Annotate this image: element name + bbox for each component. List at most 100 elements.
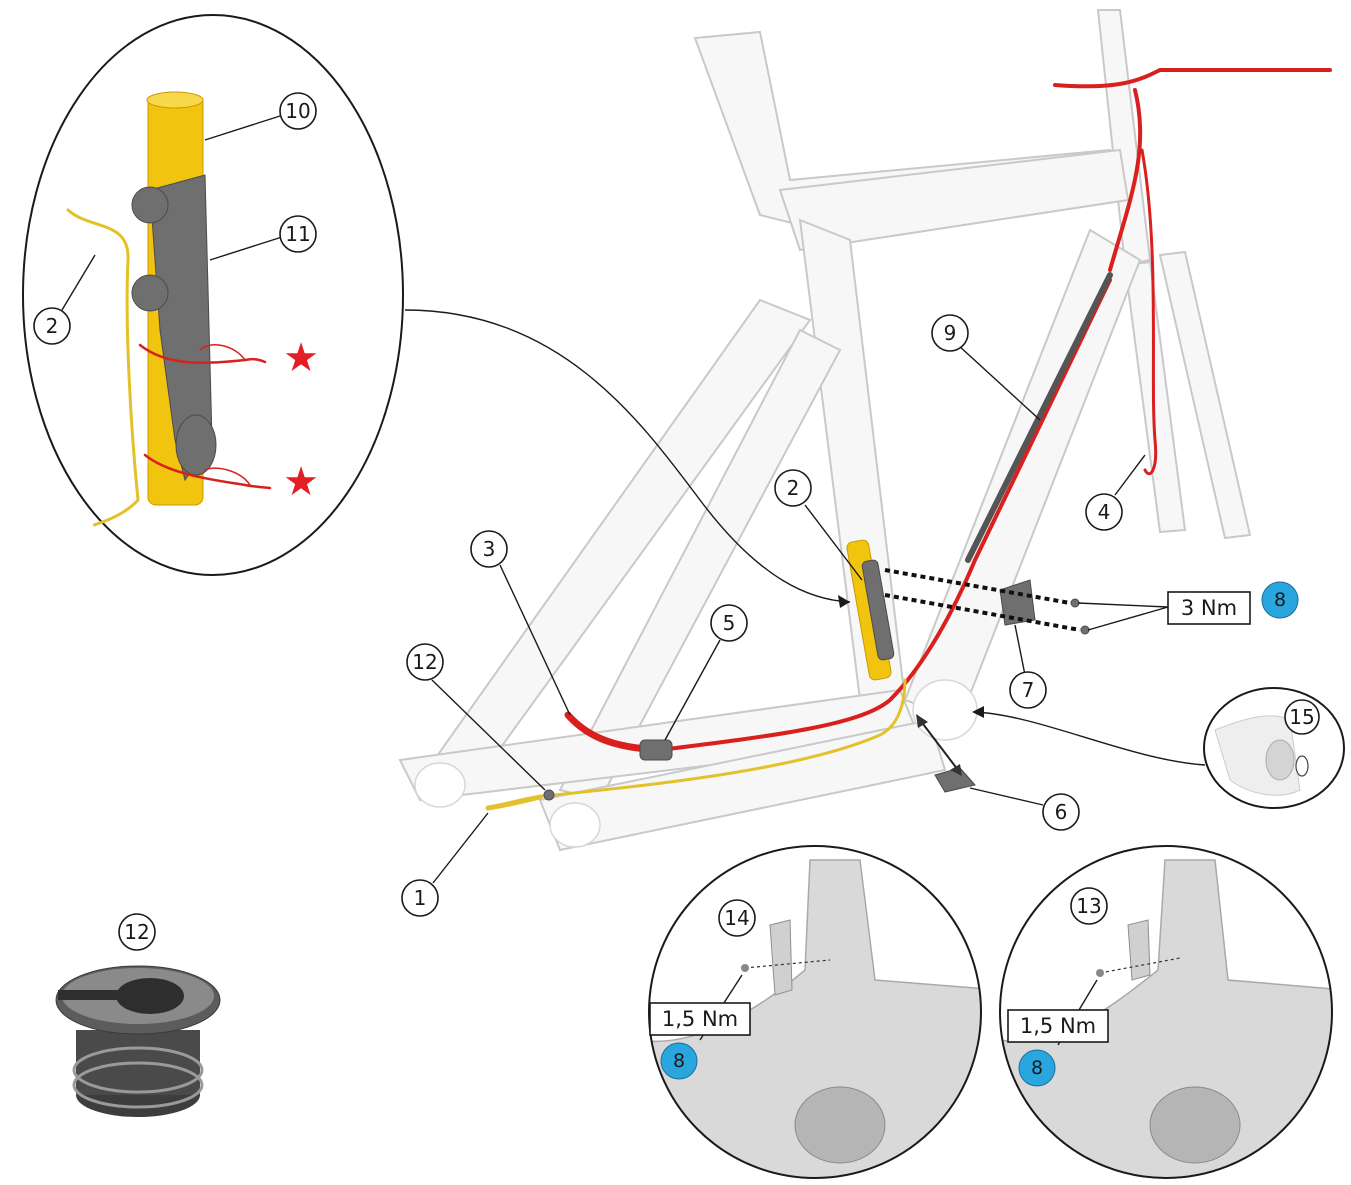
tool-badge-main: 8 [1261,581,1299,619]
detail-br-bolt [1096,969,1104,977]
star-icon-upper: ★ [283,335,319,381]
callout-4: 4 [1085,493,1123,531]
callout-13: 13 [1070,887,1108,925]
part-11-foot [175,414,217,476]
grommet-rib-1 [72,1046,204,1094]
detail-right: 15 [1203,687,1345,809]
leader-11 [209,236,283,261]
leader-6 [969,787,1044,806]
leader-10 [204,115,281,141]
callout-2: 2 [774,469,812,507]
svg-text:13: 13 [1076,894,1101,918]
leader-4 [1114,454,1146,496]
callout-11: 11 [279,215,317,253]
detail-br-bolt-path [1099,957,1181,974]
svg-text:15: 15 [1289,705,1314,729]
leader-torque-upper [1077,602,1169,608]
svg-text:10: 10 [285,99,310,123]
svg-text:3: 3 [483,537,496,561]
front-brake-hose [1140,148,1158,476]
svg-text:1,5 Nm: 1,5 Nm [662,1007,738,1031]
detail-bl-bolt-path [744,959,831,969]
shift-cable-end [485,794,543,811]
leader-torque-lower [1087,606,1169,631]
detail-right-port [1265,739,1295,781]
callout-5: 5 [710,604,748,642]
cable-routing [485,68,1332,811]
part-6-arrow-head-top [916,714,928,728]
part-12-small [543,789,555,801]
grommet-rib-2 [72,1061,204,1109]
cable-tie-lower [143,453,272,490]
part-11-bracket [149,174,213,482]
callout-3: 3 [470,530,508,568]
part-11-bolt-upper [131,186,169,224]
cable-guide-grey [861,559,895,661]
torque-main: 3 Nm [1167,591,1251,625]
cable-tie-upper-b [199,344,246,361]
leader-7 [1014,624,1026,676]
part-15-ring [1295,755,1309,777]
detail-bottom-right: 13 1,5 Nm 8 [999,845,1333,1179]
svg-text:1: 1 [414,886,427,910]
bolt-lower [1080,625,1090,635]
svg-text:1,5 Nm: 1,5 Nm [1020,1014,1096,1038]
brake-hose-head [1108,88,1143,272]
svg-text:4: 4 [1098,500,1111,524]
svg-text:3 Nm: 3 Nm [1181,596,1237,620]
callout-12: 12 [406,643,444,681]
detail-right-connector-arrow [972,706,984,718]
part-11-bolt-lower [131,274,169,312]
callout-9: 9 [931,314,969,352]
detail-left-connector [404,309,851,603]
grommet-slot [58,990,118,1000]
rear-brake-hose [1053,68,1332,89]
part-10-top [146,91,204,109]
leader-9 [957,344,1041,421]
rear-dropout-left [414,762,466,808]
star-icon-lower: ★ [283,459,319,505]
detail-left: ★ ★ 10 11 2 [22,14,404,576]
torque-bl: 1,5 Nm [649,1002,751,1036]
grommet-hole [116,978,184,1014]
detail-bottom-left: 14 1,5 Nm 8 [648,845,982,1179]
svg-text:2: 2 [46,314,59,338]
callout-2-detail: 2 [33,307,71,345]
cable-tie-upper [138,343,267,364]
svg-text:6: 6 [1055,800,1068,824]
detail-left-connector-arrow [838,595,850,608]
svg-text:5: 5 [723,611,736,635]
torque-br: 1,5 Nm [1007,1009,1109,1043]
callout-7: 7 [1009,671,1047,709]
part-14-plate [769,919,793,996]
bolt-upper [1070,598,1080,608]
bottom-bracket-shell [912,679,978,741]
callout-12-closeup: 12 [118,913,156,951]
tool-badge-bl: 8 [660,1042,698,1080]
detail-br-bb [1149,1086,1241,1164]
svg-text:12: 12 [124,920,149,944]
part-13-plate [1127,919,1151,981]
callout-15: 15 [1284,699,1320,735]
detail-right-connector [974,711,1206,766]
svg-text:14: 14 [724,906,749,930]
svg-text:8: 8 [1274,589,1286,611]
part-6-arrow [919,719,959,771]
part-5-body [639,739,673,761]
leader-5 [664,639,721,741]
part-12-closeup: 12 [55,913,221,1117]
fork-right-leg [1158,250,1252,540]
down-tube [903,228,1142,722]
svg-text:11: 11 [285,222,310,246]
callout-1: 1 [401,879,439,917]
main-leaders [431,344,1169,884]
callout-6: 6 [1042,793,1080,831]
svg-text:12: 12 [412,650,437,674]
svg-text:9: 9 [944,321,957,345]
callout-10: 10 [279,92,317,130]
leader-12 [431,679,546,791]
bolt-path-lower [884,593,1081,632]
detail-left-yellow-cable [66,208,140,527]
